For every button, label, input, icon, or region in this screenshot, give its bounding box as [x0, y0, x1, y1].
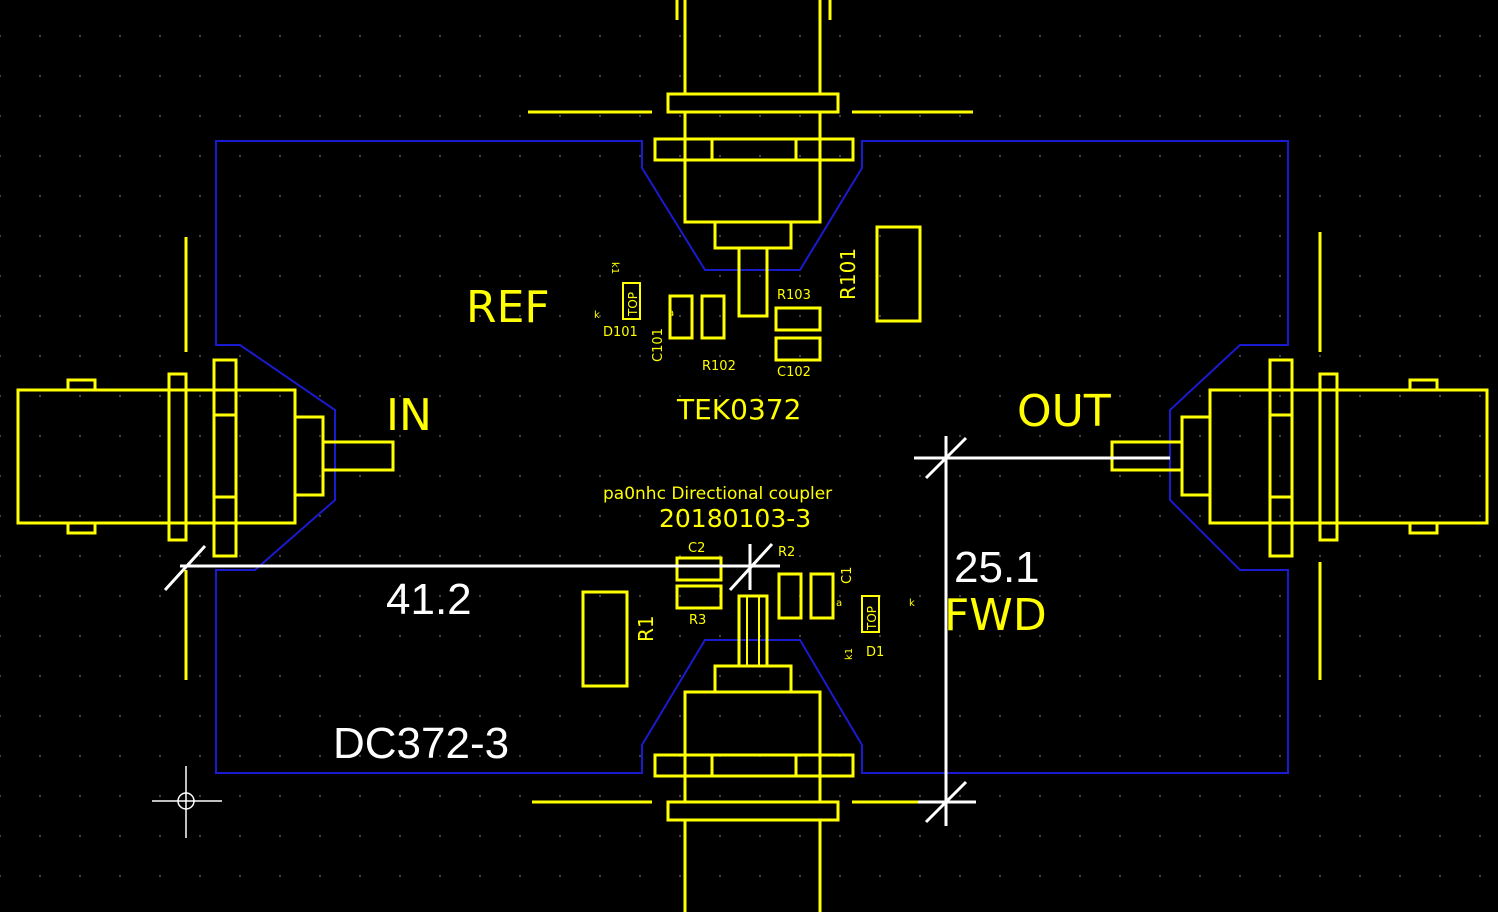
d101-top-marker: TOP	[626, 292, 640, 317]
dimension-vertical-value: 25.1	[954, 543, 1040, 592]
board-outline[interactable]	[215, 140, 1289, 774]
date-code-label: 20180103-3	[659, 504, 811, 533]
crosshair-icon	[152, 766, 222, 838]
r103-resistor[interactable]	[774, 306, 822, 332]
out-bnc-connector[interactable]	[1110, 232, 1489, 680]
ref-port-label: REF	[466, 282, 550, 333]
c2-capacitor[interactable]	[675, 556, 723, 582]
d1-top-marker: TOP	[865, 606, 879, 631]
d101-designator: D101	[603, 325, 638, 340]
d1-designator: D1	[866, 645, 884, 660]
out-port-label: OUT	[1017, 386, 1111, 437]
c101-designator: C101	[651, 328, 666, 362]
dimension-vertical[interactable]	[914, 436, 1170, 826]
c1-capacitor[interactable]	[809, 572, 835, 620]
d1-k1-marker: k1	[844, 648, 855, 660]
d101-diode[interactable]	[622, 282, 641, 320]
in-port-label: IN	[386, 390, 432, 441]
dimension-horizontal[interactable]	[163, 542, 780, 592]
c2-designator: C2	[688, 541, 705, 556]
r103-designator: R103	[777, 288, 811, 303]
r1-designator: R1	[634, 615, 658, 642]
board-title-label: pa0nhc Directional coupler	[603, 484, 832, 504]
d101-k-marker: k	[594, 310, 600, 321]
c1-designator: C1	[840, 567, 855, 584]
r101-designator: R101	[836, 248, 860, 300]
c102-capacitor[interactable]	[774, 336, 822, 362]
c102-designator: C102	[777, 365, 811, 380]
r2-resistor[interactable]	[777, 572, 803, 620]
r3-resistor[interactable]	[675, 584, 723, 610]
in-bnc-connector[interactable]	[16, 237, 395, 680]
fwd-port-label: FWD	[944, 590, 1047, 641]
r102-designator: R102	[702, 359, 736, 374]
r2-designator: R2	[778, 545, 795, 560]
board-name-label: DC372-3	[333, 719, 509, 768]
r102-resistor[interactable]	[700, 294, 726, 340]
dimension-horizontal-value: 41.2	[386, 575, 472, 624]
d1-k-marker: k	[909, 598, 915, 609]
c101-capacitor[interactable]	[668, 294, 694, 340]
ref-bnc-connector[interactable]	[528, 0, 973, 318]
r1-resistor[interactable]	[581, 590, 629, 688]
r101-resistor[interactable]	[875, 225, 922, 323]
d1-diode[interactable]	[861, 595, 880, 633]
d101-k1-marker: k1	[609, 262, 620, 274]
d101-a-marker: a	[668, 308, 674, 319]
d1-a-marker: a	[836, 598, 842, 609]
fwd-bnc-connector[interactable]	[532, 594, 973, 912]
part-number-label: TEK0372	[676, 393, 801, 426]
r3-designator: R3	[689, 613, 706, 628]
